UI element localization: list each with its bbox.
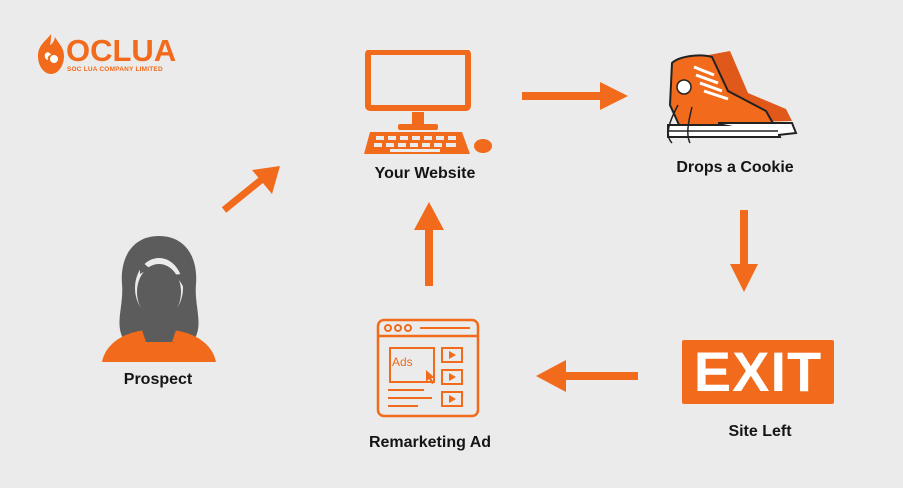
website-label: Your Website (374, 165, 476, 182)
arrow-up-right-icon (221, 166, 280, 213)
remarketing-label: Remarketing Ad (368, 434, 492, 451)
brand-subtitle: SOC LUA COMPANY LIMITED (67, 66, 163, 73)
exit-sign: EXIT (682, 340, 834, 404)
flame-logo-icon (38, 34, 64, 74)
arrow-right-icon (522, 82, 628, 110)
brand-name: OCLUA (66, 33, 177, 68)
sneaker-icon (667, 51, 798, 144)
cookie-label: Drops a Cookie (676, 159, 794, 176)
person-icon (102, 236, 216, 362)
ads-tag: Ads (392, 355, 413, 369)
computer-icon (364, 50, 492, 154)
arrow-left-icon (536, 360, 638, 392)
site-left-label: Site Left (728, 423, 792, 440)
arrow-down-icon (730, 210, 758, 292)
browser-ad-icon (376, 318, 480, 418)
prospect-label: Prospect (123, 371, 193, 388)
exit-text: EXIT (693, 340, 823, 403)
arrow-up-icon (414, 202, 444, 286)
